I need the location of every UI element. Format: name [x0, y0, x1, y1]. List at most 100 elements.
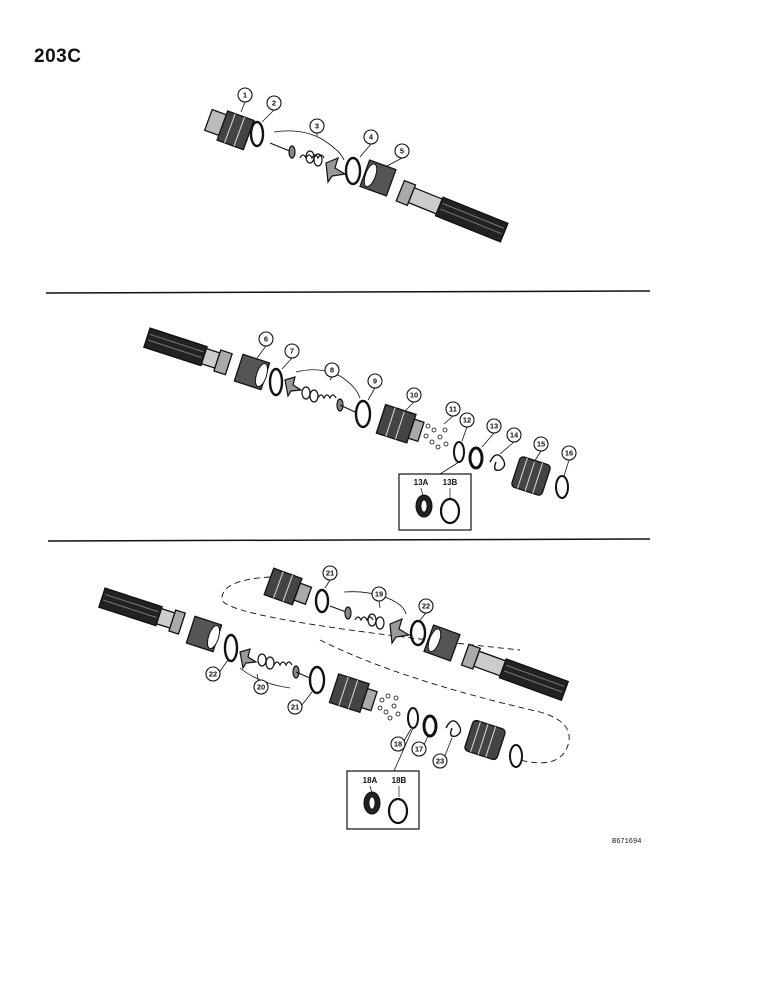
part-fitting-top — [263, 567, 313, 606]
part-22-o-ring-upper — [409, 619, 427, 647]
callout-20: 20 — [253, 673, 269, 695]
hose-2 — [143, 327, 233, 376]
inset-13-box — [398, 473, 472, 531]
callout-17: 17 — [411, 735, 429, 757]
callout-leader — [443, 415, 454, 425]
callout-circle — [432, 753, 448, 769]
callout-number: 21 — [291, 703, 299, 712]
callout-circle — [258, 331, 274, 347]
callout-number: 20 — [257, 683, 265, 692]
part-23-spring-ring — [445, 720, 462, 738]
callout-12: 12 — [459, 412, 475, 442]
callout-number: 17 — [415, 745, 423, 754]
callout-21: 21 — [322, 565, 338, 589]
callout-circle — [287, 699, 303, 715]
callout-circle — [394, 143, 410, 159]
callout-number: 7 — [290, 347, 294, 356]
callout-number: 18 — [394, 740, 402, 749]
callout-2: 2 — [261, 95, 282, 123]
callout-circle — [533, 436, 549, 452]
callout-22: 22 — [418, 598, 434, 621]
callout-3: 3 — [309, 118, 325, 136]
part-18-o-ring — [407, 707, 419, 729]
callout-9: 9 — [367, 373, 383, 401]
part-15-sleeve — [511, 456, 551, 496]
part-22-o-ring-lower — [223, 633, 239, 663]
callout-number: 22 — [209, 670, 217, 679]
part-21-o-ring-lower — [308, 665, 326, 695]
callout-circle — [390, 736, 406, 752]
page-code: 203C — [34, 46, 82, 67]
callout-number: 3 — [315, 122, 319, 131]
callout-circle — [459, 412, 475, 428]
callout-circle — [309, 118, 325, 134]
section-divider-2 — [47, 538, 651, 542]
callout-circle — [324, 362, 340, 378]
part-13b-ring — [439, 497, 461, 525]
section-2-assembly — [143, 327, 569, 531]
callout-circle — [486, 418, 502, 434]
callout-4: 4 — [359, 129, 379, 158]
callout-number: 15 — [537, 440, 545, 449]
callout-circle — [237, 87, 253, 103]
callout-5: 5 — [386, 143, 410, 167]
callout-number: 23 — [436, 757, 444, 766]
callout-leader — [281, 357, 293, 370]
callout-layer: 1234567891011121314151617181920212122222… — [205, 87, 577, 769]
callout-number: 9 — [373, 377, 377, 386]
callout-circle — [411, 741, 427, 757]
callout-leader — [386, 157, 403, 167]
callout-leader — [461, 426, 468, 442]
callout-number: 8 — [330, 366, 334, 375]
part-8-check-valve — [284, 376, 356, 413]
callout-number: 22 — [422, 602, 430, 611]
part-17-backup-ring — [422, 714, 438, 738]
part-19-check-valve — [329, 605, 411, 645]
callout-number: 19 — [375, 590, 383, 599]
callout-number: 21 — [326, 569, 334, 578]
callout-number: 14 — [510, 431, 519, 440]
callout-number: 5 — [400, 147, 404, 156]
callout-circle — [205, 666, 221, 682]
callout-6: 6 — [256, 331, 274, 359]
section-3-assembly — [98, 567, 570, 830]
part-4-o-ring — [344, 156, 362, 186]
section-1-assembly — [203, 108, 509, 243]
callout-leader — [563, 459, 570, 477]
callout-23: 23 — [432, 737, 453, 769]
inset-18-box — [346, 770, 420, 830]
part-7-o-ring — [268, 367, 284, 397]
part-3-check-valve — [269, 142, 347, 184]
callout-number: 12 — [463, 416, 471, 425]
callout-number: 11 — [449, 405, 457, 414]
callout-number: 13 — [490, 422, 498, 431]
callout-number: 4 — [369, 133, 374, 142]
callout-11: 11 — [443, 401, 461, 425]
callout-number: 16 — [565, 449, 573, 458]
part-12-o-ring — [453, 441, 465, 463]
callout-1: 1 — [237, 87, 253, 113]
part-9-o-ring — [354, 399, 372, 429]
callout-circle — [406, 387, 422, 403]
callout-leader — [378, 600, 381, 609]
part-coupler-body — [328, 673, 378, 714]
part-sleeve-lower — [464, 719, 506, 761]
callout-22: 22 — [205, 659, 229, 682]
callout-circle — [445, 401, 461, 417]
part-2-o-ring — [249, 120, 265, 148]
part-10-fitting — [375, 403, 425, 444]
hose-4 — [460, 643, 570, 702]
callout-circle — [363, 129, 379, 145]
callout-leader — [499, 441, 515, 455]
part-5-nut — [359, 159, 397, 197]
callout-circle — [322, 565, 338, 581]
callout-16: 16 — [561, 445, 577, 477]
callout-leader — [256, 345, 267, 359]
part-18b-ring — [387, 797, 409, 825]
callout-number: 10 — [410, 391, 418, 400]
part-20-check-valve — [239, 648, 311, 679]
callout-leader — [240, 101, 246, 113]
callout-leader — [533, 450, 542, 463]
callout-14: 14 — [499, 427, 522, 455]
part-21-o-ring-upper — [314, 588, 330, 614]
